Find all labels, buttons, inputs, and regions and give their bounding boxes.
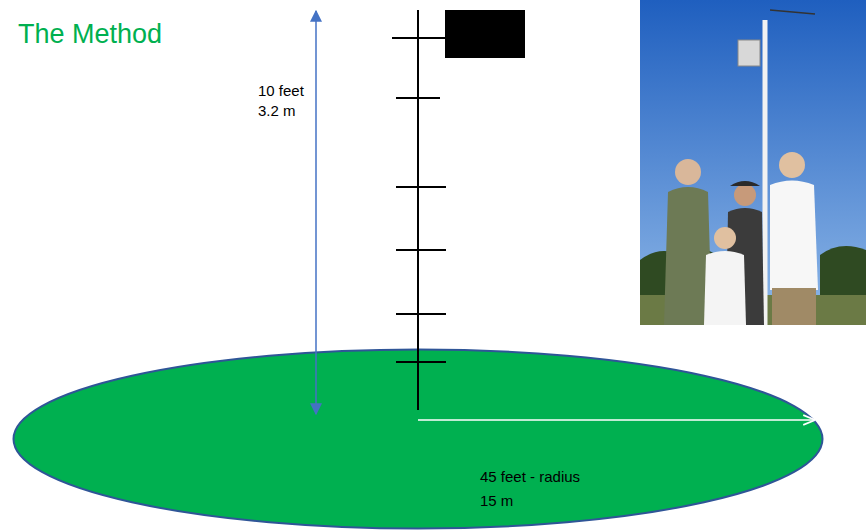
height-arrow (315, 11, 317, 414)
field-photo (640, 0, 866, 325)
dimension-label: 10 feet (258, 82, 304, 100)
radius-arrow (418, 419, 814, 421)
radius-label: 45 feet - radius (480, 468, 580, 486)
dimension-label: 3.2 m (258, 102, 296, 120)
slide-title: The Method (18, 18, 162, 50)
radius-label: 15 m (480, 492, 513, 510)
